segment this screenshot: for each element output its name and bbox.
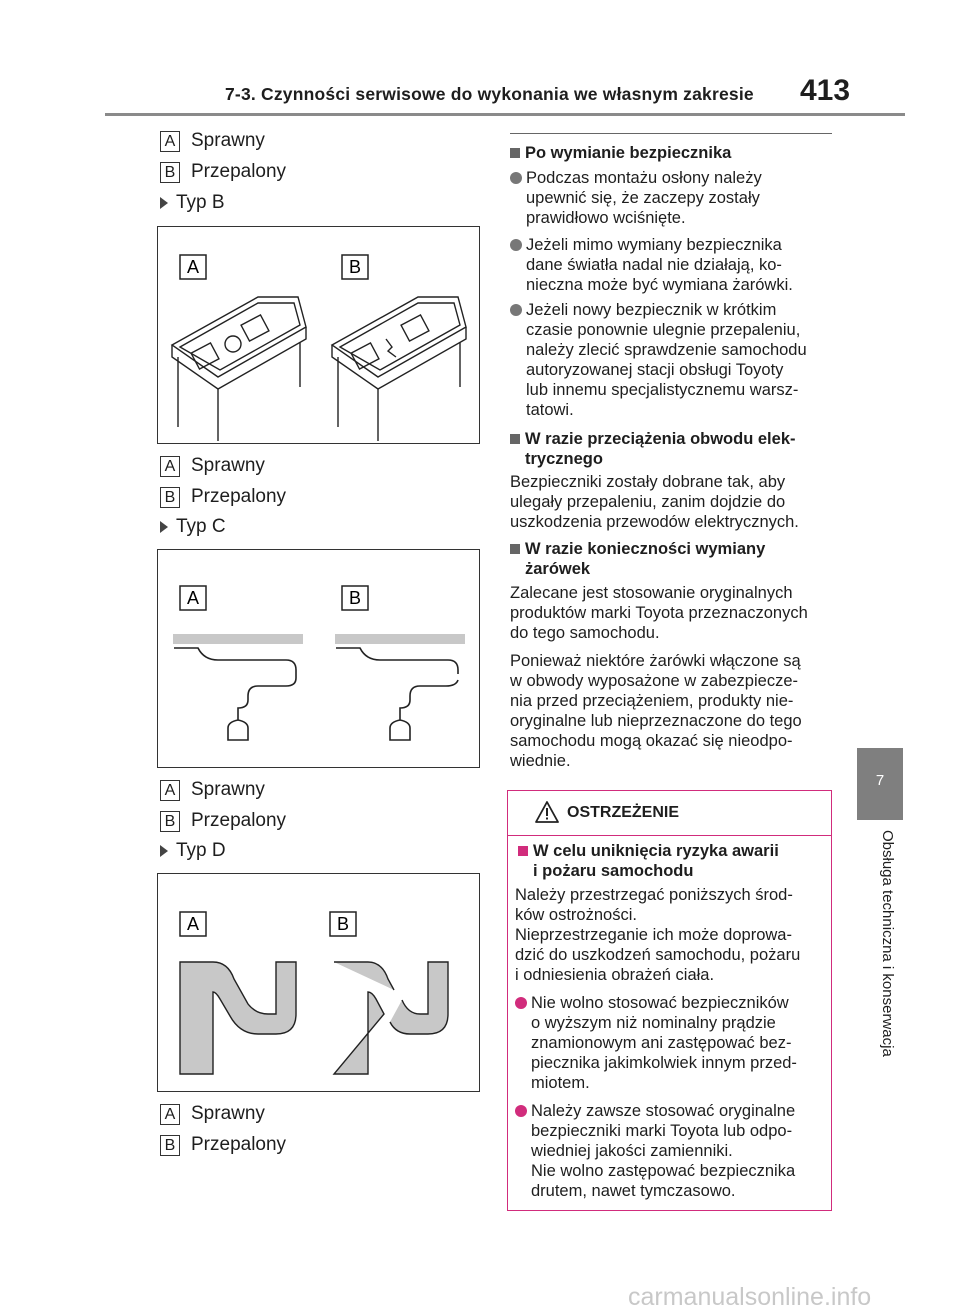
- figure-marker-b-text: B: [349, 257, 361, 277]
- marker-b: B: [160, 161, 180, 183]
- fuse-type-d-figure: A B: [157, 873, 480, 1092]
- chapter-label: Obsługa techniczna i konserwacja: [879, 830, 896, 1057]
- fuse-good-base: [173, 634, 303, 644]
- heading-overload: W razie przeciążenia obwodu elek- tryczn…: [510, 429, 796, 469]
- header-divider: [105, 113, 905, 116]
- fuse-blown-drawing: [332, 961, 449, 1075]
- column-divider: [510, 133, 832, 134]
- type-d-heading: Typ D: [160, 840, 226, 862]
- svg-text:A: A: [187, 914, 199, 934]
- square-bullet-icon: [510, 434, 520, 444]
- square-bullet-icon: [510, 148, 520, 158]
- figure-marker-b: [341, 254, 369, 280]
- round-bullet-icon: [510, 172, 522, 184]
- fuse-type-c-figure: A B: [157, 549, 480, 768]
- warning-box: OSTRZEŻENIE W celu uniknięcia ryzyka awa…: [507, 790, 832, 1211]
- fuse-good-drawing: [170, 296, 307, 441]
- round-bullet-icon: [510, 304, 522, 316]
- figure-marker-a: [179, 254, 207, 280]
- fuse-blown-base: [335, 634, 465, 644]
- type-b-heading: Typ B: [160, 192, 225, 214]
- paragraph-non-original: Ponieważ niektóre żarówki włączone są w …: [510, 652, 802, 770]
- triangle-bullet-icon: [160, 521, 168, 533]
- warning-triangle-icon: [535, 801, 559, 823]
- fuse-good-drawing: [179, 961, 297, 1075]
- bullet-repeated-failure: Jeżeli nowy bezpiecznik w krótkim czasie…: [510, 300, 807, 420]
- warning-paragraph: Należy przestrzegać poniższych środ- ków…: [515, 886, 801, 984]
- legend-good: Sprawny: [191, 130, 265, 151]
- warning-header: OSTRZEŻENIE: [508, 791, 831, 836]
- warning-bullet-rating: Nie wolno stosować bezpieczników o wyższ…: [515, 993, 797, 1093]
- figure-marker-a-text: A: [187, 257, 199, 277]
- svg-text:A: A: [187, 588, 199, 608]
- warning-heading: W celu uniknięcia ryzyka awarii i pożaru…: [518, 841, 779, 881]
- round-bullet-icon: [515, 1105, 527, 1117]
- page-number: 413: [800, 74, 851, 107]
- svg-text:B: B: [337, 914, 349, 934]
- legend-a-1: A Sprawny: [160, 130, 265, 152]
- paragraph-original-products: Zalecane jest stosowanie oryginalnych pr…: [510, 584, 808, 642]
- round-bullet-icon: [510, 239, 522, 251]
- fuse-type-b-figure: A B: [157, 226, 480, 444]
- legend-b-1: B Przepalony: [160, 161, 286, 183]
- marker-a: A: [160, 130, 180, 152]
- section-title: 7-3. Czynności serwisowe do wykonania we…: [225, 84, 754, 104]
- bullet-cover-clips: Podczas montażu osłony należy upewnić si…: [510, 168, 762, 228]
- heading-bulb-replacement: W razie konieczności wymiany żarówek: [510, 539, 765, 579]
- heading-after-replacement: Po wymianie bezpiecznika: [510, 143, 731, 163]
- svg-text:B: B: [349, 588, 361, 608]
- bullet-bulb-replacement: Jeżeli mimo wymiany bezpiecznika dane św…: [510, 235, 793, 295]
- fuse-blown-drawing: [336, 647, 459, 741]
- square-bullet-icon: [518, 846, 528, 856]
- triangle-bullet-icon: [160, 845, 168, 857]
- triangle-bullet-icon: [160, 197, 168, 209]
- warning-title: OSTRZEŻENIE: [567, 804, 680, 821]
- type-c-heading: Typ C: [160, 516, 226, 538]
- chapter-tab[interactable]: 7: [857, 748, 903, 820]
- legend-blown: Przepalony: [191, 161, 287, 182]
- square-bullet-icon: [510, 544, 520, 554]
- fuse-good-drawing: [174, 647, 297, 741]
- fuse-blown-drawing: [330, 296, 467, 441]
- round-bullet-icon: [515, 997, 527, 1009]
- paragraph-overload: Bezpieczniki zostały dobrane tak, aby ul…: [510, 473, 799, 531]
- watermark: carmanualsonline.info: [628, 1283, 872, 1311]
- warning-bullet-original: Należy zawsze stosować oryginalne bezpie…: [515, 1101, 795, 1201]
